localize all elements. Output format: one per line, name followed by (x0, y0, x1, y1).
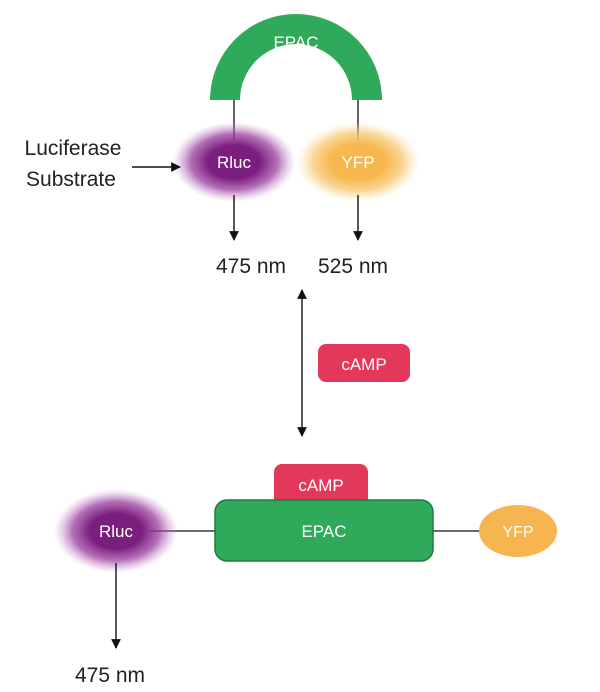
camp-badge-equilibrium (318, 344, 410, 382)
camp-label-equilibrium: cAMP (341, 355, 386, 374)
camp-label-bound: cAMP (298, 476, 343, 495)
substrate-label-line1: Luciferase (25, 137, 122, 160)
yfp-label-bottom: YFP (502, 524, 533, 541)
camp-badge-bound (274, 464, 368, 506)
rluc-glow-bottom (54, 489, 178, 573)
epac-box-bottom (214, 499, 434, 562)
emission-475-top: 475 nm (216, 255, 286, 278)
rluc-glow-top (172, 122, 296, 202)
epac-label-top: EPAC (273, 33, 318, 52)
epac-arch-top (210, 14, 382, 100)
rluc-label-top: Rluc (217, 153, 252, 172)
yfp-bottom (479, 505, 557, 557)
emission-525-top: 525 nm (318, 255, 388, 278)
rluc-label-bottom: Rluc (99, 522, 134, 541)
emission-475-bottom: 475 nm (75, 664, 145, 687)
substrate-label-line2: Substrate (26, 168, 116, 191)
yfp-glow-top (296, 122, 420, 202)
epac-label-bottom: EPAC (301, 522, 346, 541)
yfp-label-top: YFP (341, 153, 374, 172)
